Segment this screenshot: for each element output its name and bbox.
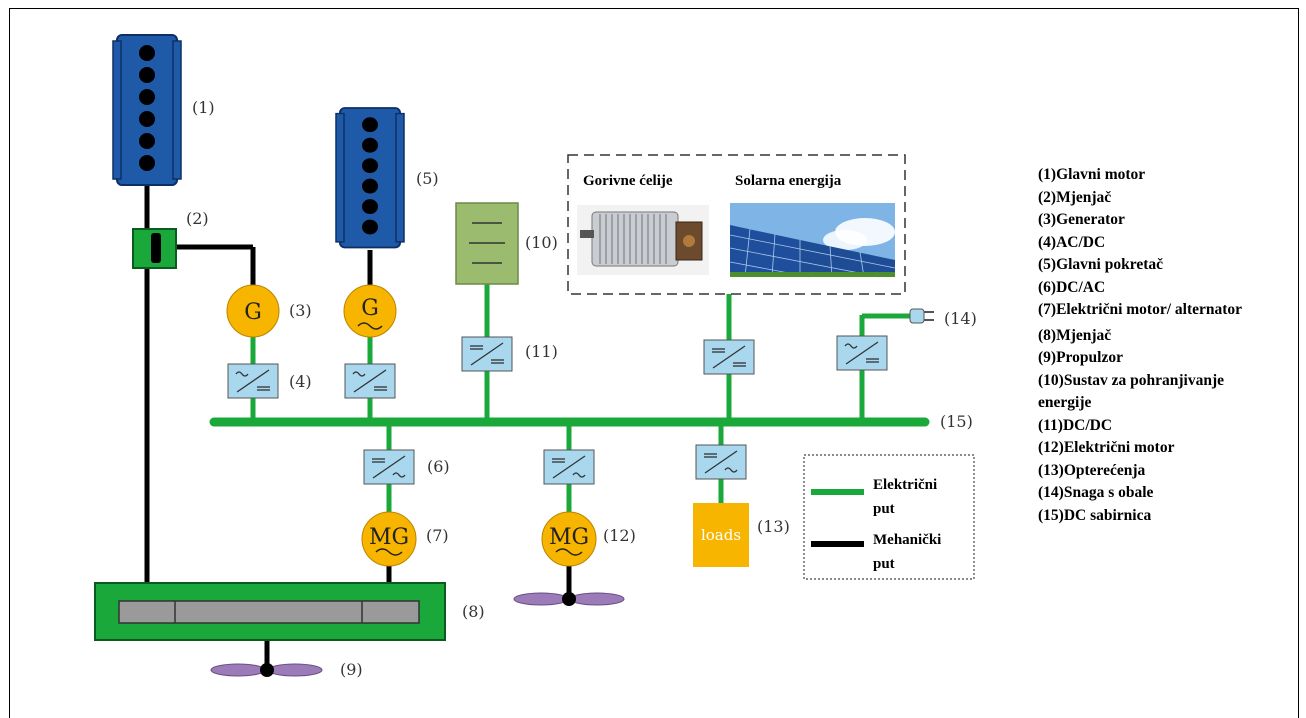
generator-5-symbol: G	[361, 296, 379, 321]
label-1: (1)	[192, 98, 215, 117]
legend-item: (13)Opterećenja	[1038, 461, 1146, 479]
legend-item: (9)Propulzor	[1038, 349, 1123, 366]
label-4: (4)	[289, 372, 312, 391]
loads-block: loads	[693, 503, 749, 567]
label-3: (3)	[289, 301, 312, 320]
main-mover-engine	[335, 107, 405, 249]
shore-power-plug-icon	[909, 308, 934, 324]
renewables-box: Gorivne ćelije Solarna energija	[567, 154, 906, 295]
dcac-converter-12	[543, 449, 595, 485]
legend-item: (3)Generator	[1038, 211, 1125, 228]
legend-item: (5)Glavni pokretač	[1038, 256, 1163, 273]
shore-power-converter	[836, 335, 888, 371]
motor-generator-7-symbol: MG	[369, 525, 409, 550]
generator-3: G	[226, 284, 280, 338]
label-11: (11)	[525, 342, 558, 361]
legend-mechanical-line2: put	[873, 556, 895, 572]
solar-panel-image	[729, 203, 896, 278]
propeller-12	[513, 592, 625, 606]
label-7: (7)	[426, 526, 449, 545]
dcdc-converter-solar	[703, 339, 755, 375]
legend-item: (2)Mjenjač	[1038, 188, 1112, 206]
label-6: (6)	[427, 457, 450, 476]
legend-item: (10)Sustav za pohranjivanje energije	[1038, 371, 1225, 412]
motor-generator-7: MG	[361, 511, 417, 567]
legend-item: (4)AC/DC	[1038, 233, 1106, 251]
acdc-converter-4b	[344, 363, 396, 399]
main-engine	[112, 34, 182, 186]
fuel-cells-title: Gorivne ćelije	[583, 173, 673, 189]
label-9: (9)	[340, 660, 363, 679]
legend-electric-line2: put	[873, 501, 895, 517]
label-10: (10)	[525, 233, 558, 252]
fuel-cell-image	[577, 205, 709, 275]
solar-title: Solarna energija	[735, 173, 842, 189]
legend-item: (14)Snaga s obale	[1038, 484, 1154, 501]
gearbox-small	[132, 228, 177, 269]
label-13: (13)	[757, 517, 790, 536]
component-legend-list: (1)Glavni motor (2)Mjenjač (3)Generator …	[1038, 164, 1300, 527]
legend-item: (12)Električni motor	[1038, 439, 1175, 456]
legend-mechanical-line1: Mehanički	[873, 532, 941, 548]
loads-label: loads	[701, 526, 741, 544]
main-gearbox	[94, 582, 446, 641]
legend-item: (8)Mjenjač	[1038, 326, 1112, 344]
label-2: (2)	[186, 209, 209, 228]
diagram-frame	[9, 8, 1299, 718]
dcdc-converter-11	[461, 336, 513, 372]
generator-5: G	[343, 284, 397, 338]
propulsor	[210, 663, 323, 677]
dcac-converter-6	[363, 449, 415, 485]
label-12: (12)	[603, 526, 636, 545]
acdc-converter-4a	[227, 363, 279, 399]
label-15: (15)	[940, 412, 973, 431]
label-14: (14)	[944, 309, 977, 328]
energy-storage	[455, 202, 519, 285]
path-legend: Električni put Mehanički put	[803, 454, 975, 580]
dcac-converter-13	[695, 444, 747, 480]
legend-item: (11)DC/DC	[1038, 416, 1113, 434]
legend-electric-line1: Električni	[873, 477, 937, 493]
electric-motor-12: MG	[541, 511, 597, 567]
label-8: (8)	[462, 602, 485, 621]
legend-item: (7)Električni motor/ alternator	[1038, 301, 1243, 318]
electric-motor-12-symbol: MG	[549, 525, 589, 550]
generator-3-symbol: G	[244, 300, 262, 325]
legend-item: (6)DC/AC	[1038, 278, 1106, 296]
label-5: (5)	[416, 169, 439, 188]
legend-item: (15)DC sabirnica	[1038, 506, 1152, 524]
legend-item: (1)Glavni motor	[1038, 166, 1146, 183]
